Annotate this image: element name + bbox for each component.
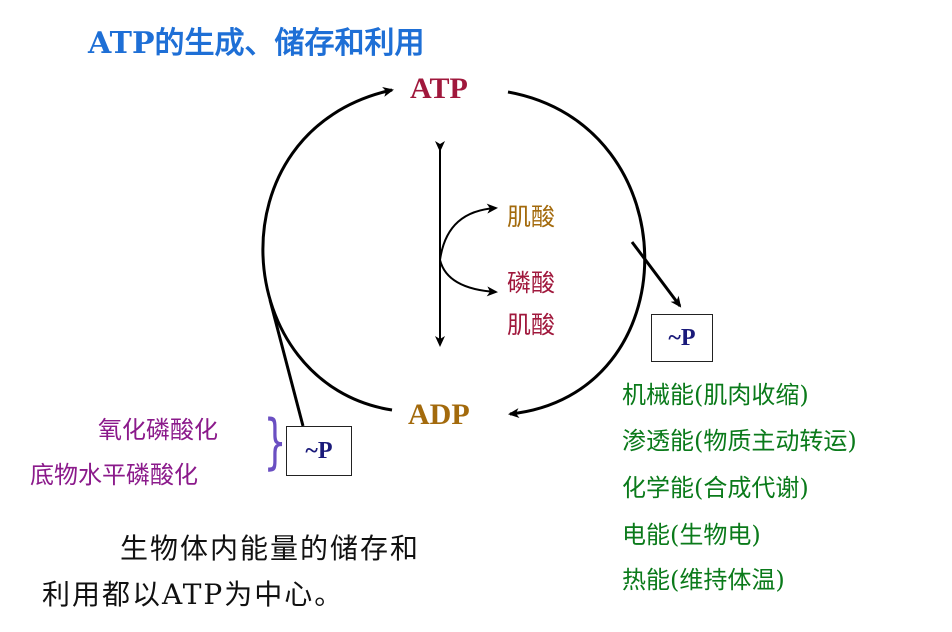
hydrolysis-arc (507, 90, 647, 419)
phosphate-box-left: ~P (286, 426, 352, 476)
energy-use-item: 电能(生物电) (622, 521, 761, 549)
oxidative-phosphorylation-label: 氧化磷酸化 (98, 416, 218, 444)
phosphocreatine-label-line1: 磷酸 (507, 269, 555, 297)
phosphocreatine-label-line2: 肌酸 (507, 311, 555, 339)
phosphate-box-right: ~P (651, 314, 713, 362)
adp-label: ADP (408, 398, 470, 431)
right-brace-icon: } (263, 407, 287, 477)
release-arrow (630, 241, 682, 308)
energy-use-item: 化学能(合成代谢) (622, 474, 809, 502)
creatine-branch-bottom (439, 259, 498, 297)
summary-line-2: 利用都以ATP为中心。 (42, 578, 345, 611)
synthesis-arc (261, 87, 394, 412)
energy-use-item: 机械能(肌肉收缩) (622, 381, 809, 409)
energy-use-item: 热能(维持体温) (622, 566, 785, 594)
substrate-phosphorylation-label: 底物水平磷酸化 (30, 461, 198, 489)
summary-line-1: 生物体内能量的储存和 (120, 532, 421, 565)
uptake-line (268, 299, 305, 427)
page-title: ATP的生成、储存和利用 (88, 26, 425, 61)
creatine-label: 肌酸 (507, 203, 555, 231)
creatine-branch-top (439, 203, 498, 261)
atp-label: ATP (410, 72, 468, 105)
energy-use-item: 渗透能(物质主动转运) (622, 427, 857, 455)
